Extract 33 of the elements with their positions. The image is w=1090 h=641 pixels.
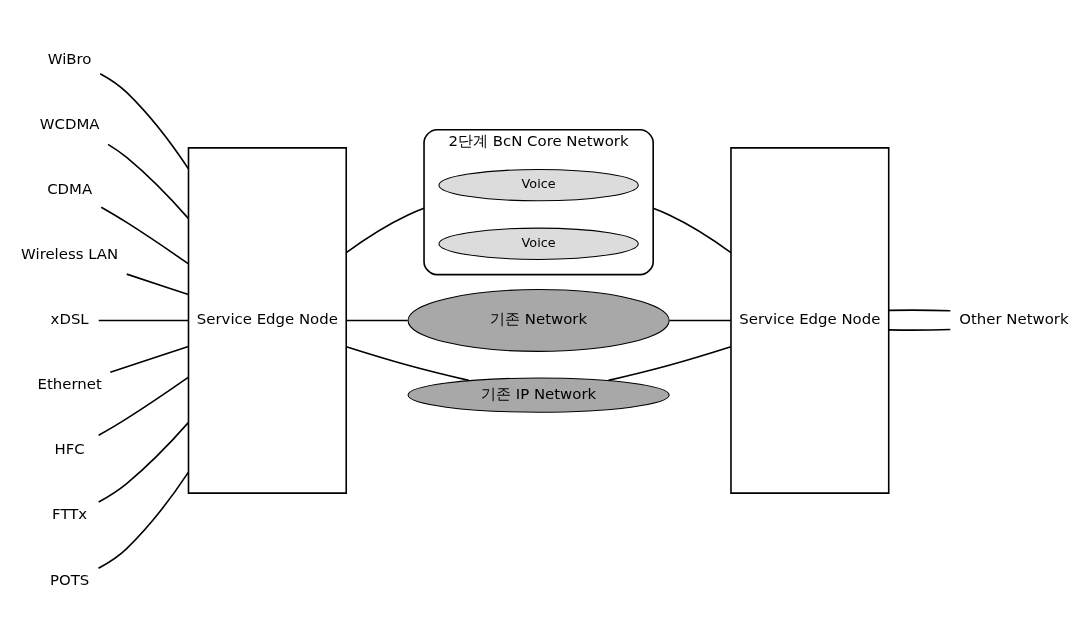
node-text: HFC: [54, 440, 85, 459]
connector: [99, 72, 190, 170]
node-box: Service Edge Node: [187, 147, 348, 494]
connector: [607, 345, 732, 382]
node-text: WiBro: [47, 50, 92, 69]
connector: [345, 319, 409, 322]
connector: [888, 328, 952, 331]
node-text: Other Network: [959, 310, 1069, 329]
node-text: Wireless LAN: [21, 245, 119, 264]
node-text: FTTx: [52, 505, 88, 524]
connector: [652, 207, 732, 254]
node-text: CDMA: [47, 180, 93, 199]
connector: [345, 207, 425, 254]
node-box: Service Edge Node: [730, 147, 890, 494]
node-text: Ethernet: [37, 375, 102, 394]
connector: [97, 471, 190, 570]
node-ellipse: Voice: [438, 227, 639, 260]
connector: [107, 143, 190, 220]
node-ellipse: Voice: [438, 168, 639, 202]
connector: [100, 206, 189, 265]
node-text: POTS: [50, 570, 90, 589]
connector: [345, 345, 470, 382]
node-ellipse: 기존 IP Network: [407, 377, 670, 413]
connector: [97, 319, 189, 322]
connector: [97, 376, 189, 437]
node-ellipse: 기존 Network: [407, 289, 670, 352]
node-text: xDSL: [50, 310, 89, 329]
connector: [125, 273, 190, 296]
connector: [888, 309, 952, 312]
connector: [668, 319, 732, 322]
connector: [109, 345, 190, 374]
node-text: WCDMA: [39, 115, 100, 134]
connector: [97, 421, 190, 503]
